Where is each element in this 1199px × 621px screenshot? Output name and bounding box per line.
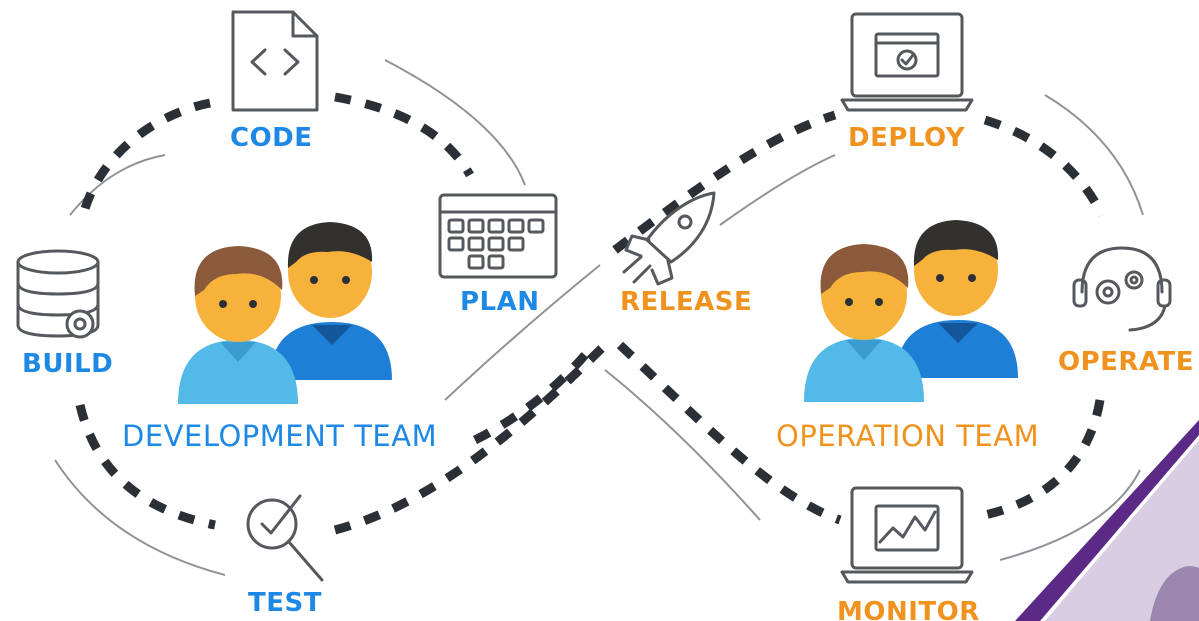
magnifier-check-icon [246,494,324,582]
operation-team-label: OPERATION TEAM [776,419,1039,453]
test-label: TEST [248,588,322,618]
guide-arcs [54,59,1144,576]
deploy-label: DEPLOY [848,123,966,153]
headset-gear-icon [1072,246,1172,332]
plan-label: PLAN [460,287,540,317]
laptop-check-icon [840,12,974,112]
code-label: CODE [230,123,313,153]
monitor-label: MONITOR [837,597,980,621]
code-file-icon [231,10,319,112]
corner-decoration [1015,420,1199,621]
rocket-icon [622,191,716,286]
database-icon [16,249,100,339]
build-label: BUILD [22,349,113,379]
laptop-chart-icon [840,486,974,584]
operation-team-avatars [804,220,1018,402]
release-label: RELEASE [620,287,752,317]
operate-label: OPERATE [1058,347,1194,377]
development-team-label: DEVELOPMENT TEAM [122,419,437,453]
infinity-loop-dashes [75,92,1107,535]
calendar-icon [438,193,558,279]
development-team-avatars [178,222,392,404]
